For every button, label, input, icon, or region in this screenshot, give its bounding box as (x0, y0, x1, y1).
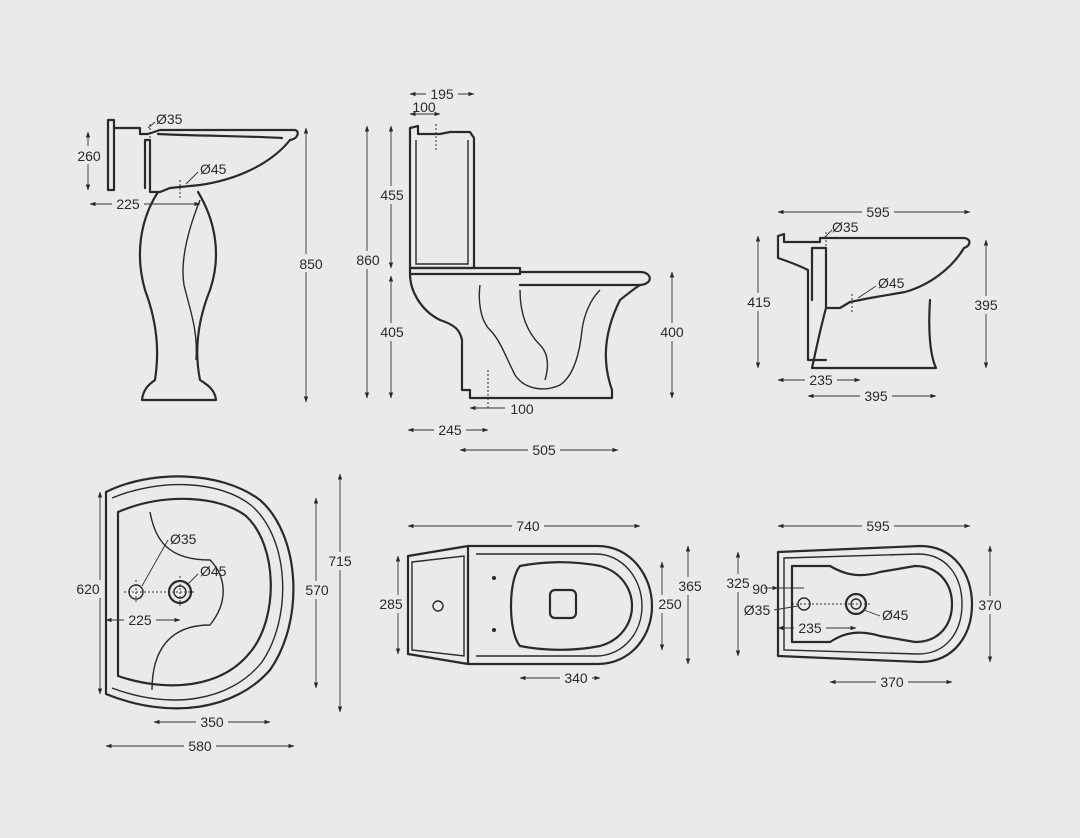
basin-top-inner-shelf (149, 511, 224, 691)
dim-d35: Ø35 (156, 111, 183, 127)
dim-d35: Ø35 (832, 219, 859, 235)
dim-325: 325 (726, 575, 750, 591)
dim-235: 235 (798, 620, 822, 636)
dim-370: 370 (978, 597, 1002, 613)
dim-740: 740 (516, 518, 540, 534)
bowl-outline (408, 272, 642, 400)
cistern-base (408, 266, 522, 276)
dim-100b: 100 (510, 401, 534, 417)
bidet-top-outer (776, 544, 974, 664)
bidet-bowl-profile (776, 232, 971, 310)
dim-580: 580 (188, 738, 212, 754)
dim-285: 285 (379, 596, 403, 612)
trap-line (478, 284, 601, 390)
bidet-side-view: 595 Ø35 Ø45 415 395 235 395 (744, 203, 1002, 405)
seat-lid (518, 270, 651, 287)
dim-d35: Ø35 (170, 531, 197, 547)
dim-235: 235 (809, 372, 833, 388)
pedestal-inner-line (182, 199, 201, 361)
dim-715: 715 (328, 553, 352, 569)
bidet-top-bowl (790, 564, 954, 644)
dim-d45: Ø45 (878, 275, 905, 291)
dim-415: 415 (747, 294, 771, 310)
dim-225: 225 (128, 612, 152, 628)
pedestal-outline (138, 190, 218, 402)
dim-100: 100 (412, 99, 436, 115)
wc-top-bowl (509, 561, 634, 651)
dim-860: 860 (356, 252, 380, 268)
bidet-foot (810, 298, 938, 370)
dim-365: 365 (678, 578, 702, 594)
dim-350: 350 (200, 714, 224, 730)
trap-inner-line (519, 289, 549, 381)
dim-570: 570 (305, 582, 329, 598)
cistern-inner (415, 140, 469, 265)
dim-250: 250 (658, 596, 682, 612)
basin-top-rim (111, 483, 284, 701)
dim-d45: Ø45 (882, 607, 909, 623)
dim-400: 400 (660, 324, 684, 340)
dim-225: 225 (116, 196, 140, 212)
dim-370b: 370 (880, 674, 904, 690)
dim-405: 405 (380, 324, 404, 340)
dim-340: 340 (564, 670, 588, 686)
dim-90: 90 (752, 581, 768, 597)
dim-d35: Ø35 (744, 602, 771, 618)
flush-button (432, 600, 444, 612)
dim-260: 260 (77, 148, 101, 164)
dim-595: 595 (866, 204, 890, 220)
cistern-outline (408, 124, 476, 270)
dim-595: 595 (866, 518, 890, 534)
wc-top-seat-outer (466, 544, 654, 666)
basin-wall-bracket (106, 118, 116, 192)
basin-top-bowl (116, 497, 272, 687)
wc-side-view: 195 100 455 860 405 400 100 245 505 (353, 85, 688, 459)
basin-rim-line (156, 132, 284, 140)
basin-top-outer (104, 475, 295, 710)
basin-top-view: Ø35 Ø45 620 570 715 225 350 580 (72, 473, 356, 755)
dim-455: 455 (380, 187, 404, 203)
dim-620: 620 (76, 581, 100, 597)
basin-side-view: 260 225 Ø35 Ø45 850 (74, 111, 326, 403)
bidet-top-view: 595 325 90 Ø35 Ø45 235 370 370 (722, 517, 1006, 691)
dim-d45: Ø45 (200, 161, 227, 177)
dim-395b: 395 (864, 388, 888, 404)
dim-850: 850 (299, 256, 323, 272)
dim-245: 245 (438, 422, 462, 438)
wc-top-view: 740 285 365 250 340 (376, 517, 704, 687)
dim-d45: Ø45 (200, 563, 227, 579)
wc-top-cistern (406, 544, 470, 666)
dim-505: 505 (532, 442, 556, 458)
dim-395: 395 (974, 297, 998, 313)
dim-195: 195 (430, 86, 454, 102)
basin-bowl-profile (112, 126, 299, 194)
bidet-back (776, 234, 828, 362)
wc-top-outlet (548, 588, 578, 620)
